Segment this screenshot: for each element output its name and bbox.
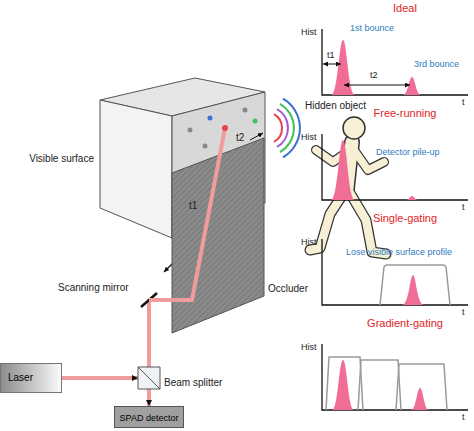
shape-face [100, 100, 172, 238]
wavefronts [274, 99, 300, 158]
laser-box: Laser [0, 363, 62, 393]
annotation-label: Hidden object [305, 100, 366, 111]
panel-title: Gradient-gating [367, 317, 443, 329]
axis-label: t [462, 308, 465, 318]
note-label: Lose visible surface profile [346, 248, 452, 258]
node-label: Occluder [268, 283, 308, 294]
histogram-axes [322, 29, 468, 410]
beam-connector [62, 376, 138, 380]
axis-label: t [462, 413, 465, 423]
beam-splitter-shape [138, 367, 160, 389]
t2-arrow [250, 133, 263, 140]
spad-detector: SPAD detector [114, 406, 185, 428]
node-label: Laser [1, 364, 33, 392]
beam-connector [147, 389, 151, 406]
histogram-peaks [331, 40, 429, 410]
annotation-label: t1 [189, 200, 197, 211]
note-label: Detector pile-up [376, 148, 440, 158]
axis-label: t1 [327, 51, 335, 61]
wall-dots [188, 108, 258, 149]
axis-label: Hist [301, 343, 317, 353]
axis-label: Hist [301, 238, 317, 248]
node-label: Visible surface [29, 153, 94, 164]
axis-label: t [462, 98, 465, 108]
annotation-label: t2 [236, 132, 244, 143]
node-label: Beam splitter [164, 377, 222, 388]
axis-label: Hist [301, 133, 317, 143]
panel-title: Free-running [374, 107, 437, 119]
laser-beam [149, 128, 225, 300]
laser-beam [147, 300, 151, 367]
shape-face [138, 367, 160, 389]
note-label: 1st bounce [350, 24, 394, 34]
gate-windows [326, 265, 450, 410]
axis-label: t [462, 203, 465, 213]
panel-title: Ideal [393, 2, 417, 14]
beam-splitter: Beam splitter [138, 367, 160, 389]
shape-face [138, 367, 160, 389]
time-arrow [344, 85, 410, 86]
panel-title: Single-gating [373, 212, 437, 224]
axis-label: t2 [370, 71, 378, 81]
time-arrow [323, 64, 341, 65]
node-label: SPAD detector [115, 408, 179, 428]
axis-label: Hist [301, 28, 317, 38]
note-label: 3rd bounce [414, 60, 459, 70]
annotation-label: Scanning mirror [58, 282, 129, 293]
